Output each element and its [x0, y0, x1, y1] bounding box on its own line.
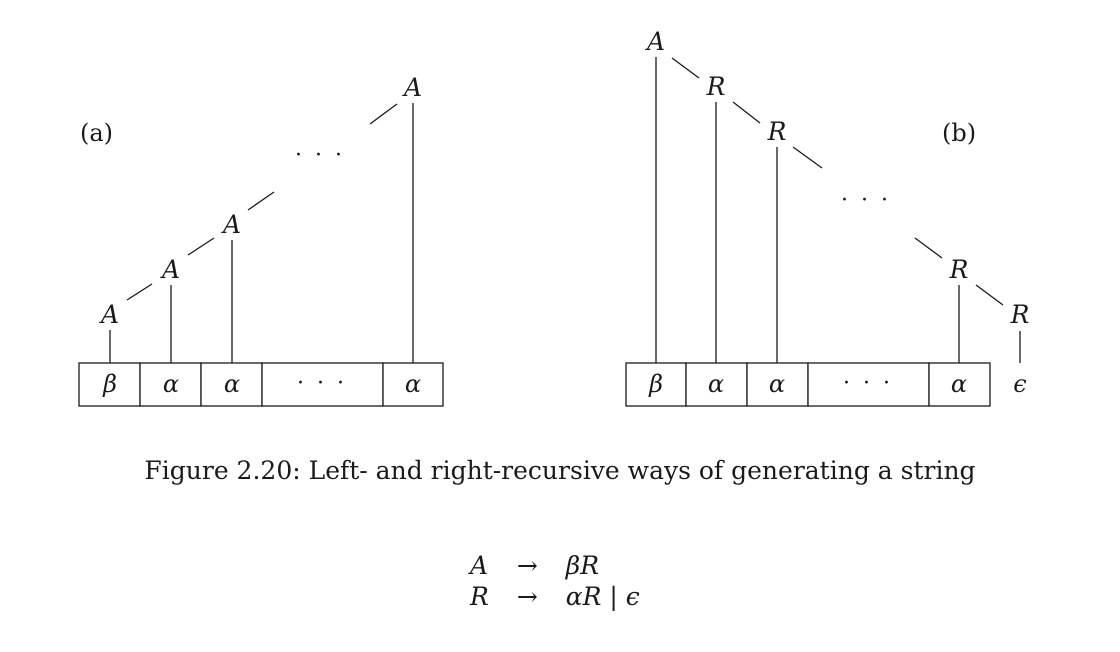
left-tree-label: (a)	[80, 119, 113, 147]
left-cell-beta	[78, 362, 141, 407]
left-edge-a1-a2	[126, 283, 153, 301]
right-node-r-1: R	[706, 72, 726, 101]
right-tree-ellipsis: · · ·	[841, 188, 891, 213]
rule-1-lhs: A	[470, 551, 489, 580]
right-cell-beta-text: β	[648, 370, 663, 398]
left-cell-beta-text: β	[102, 370, 117, 398]
recursion-trees-figure: (a) β α α · · · α A A A A · · · (	[78, 27, 1030, 407]
right-epsilon: ϵ	[1013, 370, 1026, 398]
left-cell-alpha-1-text: α	[163, 370, 179, 398]
rule-2-arrow: →	[516, 582, 538, 611]
left-string-row: β α α · · · α	[78, 362, 444, 407]
right-recursive-tree: (b) β α α · · · α ϵ A R R R R · · ·	[625, 27, 1030, 407]
right-cell-alpha-1-text: α	[708, 370, 724, 398]
rule-1-arrow: →	[516, 551, 538, 580]
right-edge-a-r1	[671, 57, 700, 79]
right-node-r-3: R	[949, 255, 969, 284]
right-cell-ellipsis	[807, 362, 930, 407]
grammar-rules: A → βR R → αR | ϵ	[460, 550, 650, 612]
right-cell-alpha-2-text: α	[769, 370, 785, 398]
right-node-r-2: R	[767, 117, 787, 146]
right-tree-label: (b)	[942, 119, 976, 147]
rule-2-lhs: R	[470, 582, 489, 611]
left-recursive-tree: (a) β α α · · · α A A A A · · ·	[78, 73, 444, 407]
left-cell-alpha-last-text: α	[405, 370, 421, 398]
left-node-a-top: A	[402, 73, 422, 102]
right-cell-alpha-last-text: α	[951, 370, 967, 398]
left-node-a-3: A	[221, 210, 241, 239]
left-cell-ellipsis-text: · · ·	[297, 371, 347, 396]
grammar-rule-1: A → βR	[460, 550, 650, 581]
left-node-a-1: A	[99, 300, 119, 329]
left-edge-a3-dots	[247, 191, 275, 211]
rule-1-rhs: βR	[565, 551, 600, 580]
right-node-a-root: A	[645, 27, 665, 56]
left-edge-a2-a3	[187, 237, 215, 256]
left-cell-alpha-last	[382, 362, 444, 407]
right-edge-dots-r3	[914, 237, 943, 259]
right-cell-ellipsis-text: · · ·	[843, 371, 893, 396]
rule-2-rhs: αR | ϵ	[565, 582, 640, 611]
left-tree-ellipsis: · · ·	[295, 143, 345, 168]
right-cell-beta	[625, 362, 687, 407]
figure-caption: Figure 2.20: Left- and right-recursive w…	[144, 456, 976, 485]
left-edge-dots-top	[369, 103, 398, 125]
left-cell-alpha-1	[139, 362, 202, 407]
grammar-rule-2: R → αR | ϵ	[460, 581, 650, 612]
left-cell-alpha-2-text: α	[224, 370, 240, 398]
left-node-a-2: A	[160, 255, 180, 284]
right-edge-r1-r2	[732, 101, 761, 124]
right-node-r-last: R	[1010, 300, 1030, 329]
right-string-row: β α α · · · α ϵ	[625, 362, 1027, 407]
right-edge-r3-rlast	[975, 284, 1004, 306]
right-edge-r2-dots	[792, 146, 823, 169]
